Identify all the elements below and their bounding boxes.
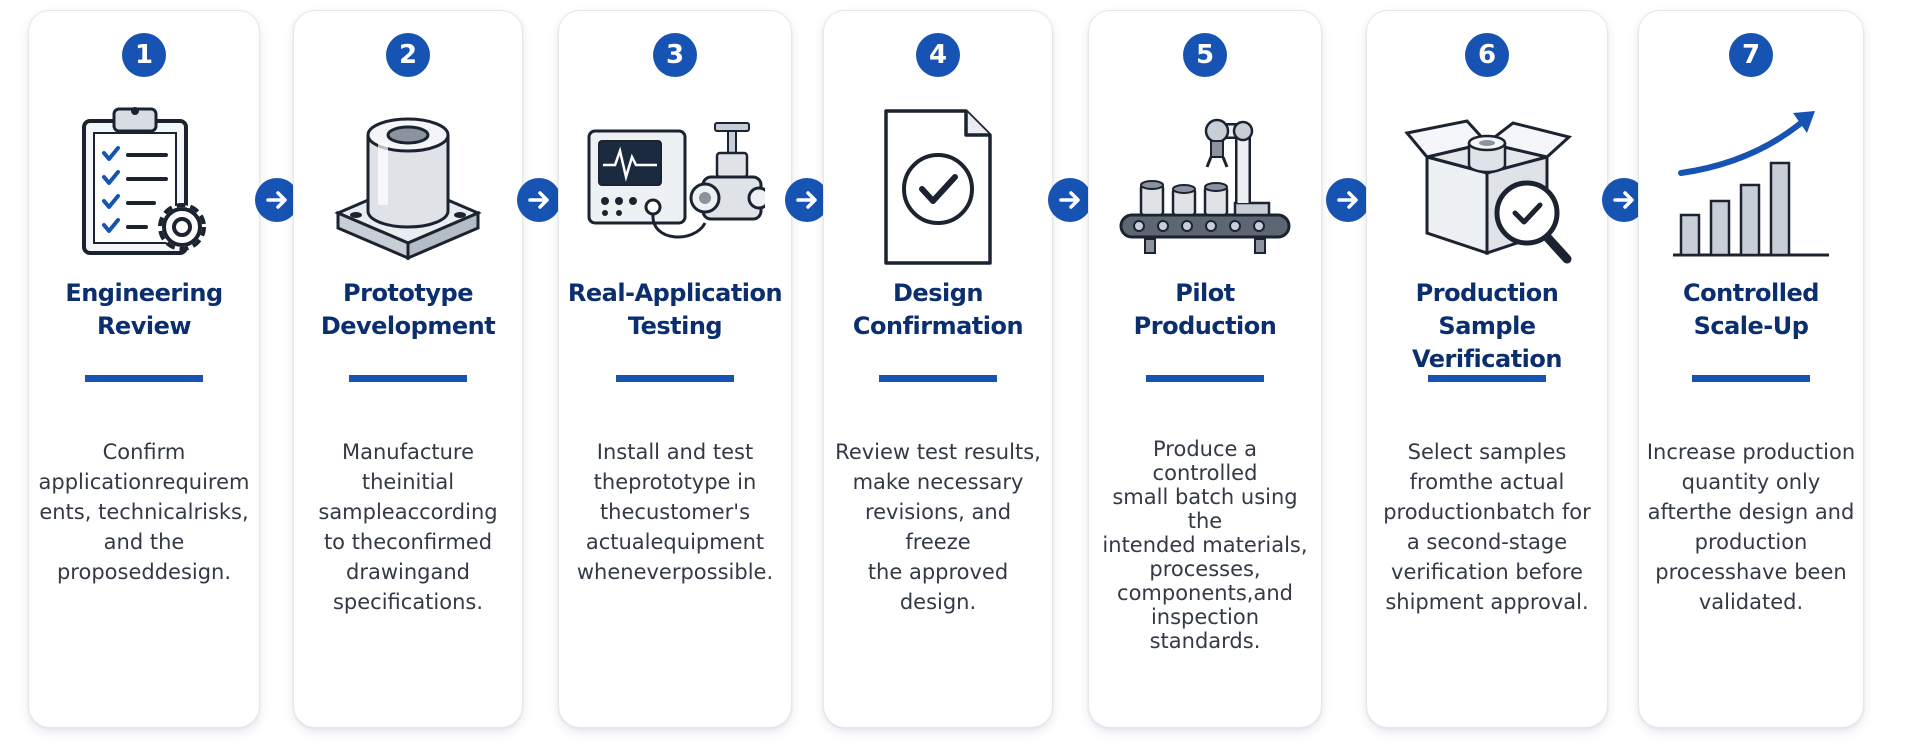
clipboard-gear-icon (54, 103, 234, 273)
step-card-6: 6 Production Sample Verification Select … (1366, 10, 1608, 728)
document-check-icon (848, 103, 1028, 273)
title-underline (879, 375, 997, 382)
step-number-badge: 1 (122, 33, 166, 77)
title-underline (349, 375, 467, 382)
growth-bar-chart-icon (1661, 103, 1841, 273)
machined-part-icon (318, 103, 498, 273)
step-description: Select samples fromthe actual production… (1383, 440, 1591, 614)
box-magnifier-icon (1397, 103, 1577, 273)
step-title: Engineering Review (65, 279, 223, 340)
step-title: Prototype Development (320, 279, 496, 340)
title-underline (616, 375, 734, 382)
step-title: Pilot Production (1133, 279, 1277, 340)
step-title: Design Confirmation (852, 279, 1024, 340)
arrow-right-icon (785, 178, 829, 222)
arrow-right-icon (517, 178, 561, 222)
step-description: Produce a controlled small batch using t… (1102, 437, 1308, 653)
step-number-badge: 2 (386, 33, 430, 77)
step-description: Increase production quantity only aftert… (1646, 440, 1856, 614)
arrow-right-icon (1048, 178, 1092, 222)
step-description: Install and test theprototype in thecust… (576, 440, 774, 584)
step-number-badge: 7 (1729, 33, 1773, 77)
step-card-2: 2 Prototype Development Manufacture thei… (293, 10, 523, 728)
step-description: Review test results, make necessary revi… (835, 440, 1041, 614)
title-underline (1428, 375, 1546, 382)
step-number-badge: 6 (1465, 33, 1509, 77)
arrow-right-icon (255, 178, 299, 222)
step-card-3: 3 Real-Application Testing Install and t… (558, 10, 792, 728)
step-title: Production Sample Verification (1412, 279, 1562, 373)
title-underline (1692, 375, 1810, 382)
title-underline (1146, 375, 1264, 382)
test-equipment-valve-icon (585, 103, 765, 273)
step-number-badge: 3 (653, 33, 697, 77)
step-description: Confirm applicationrequirem ents, techni… (38, 440, 250, 584)
step-card-5: 5 Pilot Production P (1088, 10, 1322, 728)
arrow-right-icon (1326, 178, 1370, 222)
step-number-badge: 4 (916, 33, 960, 77)
step-title: Controlled Scale-Up (1683, 279, 1819, 340)
title-underline (85, 375, 203, 382)
step-description: Manufacture theinitial sampleaccording t… (318, 440, 498, 614)
step-card-4: 4 Design Confirmation Review test result… (823, 10, 1053, 728)
step-title: Real-Application Testing (567, 279, 783, 340)
step-card-7: 7 Controlled Scale-Up Increase productio… (1638, 10, 1864, 728)
conveyor-robot-arm-icon (1115, 103, 1295, 273)
step-number-badge: 5 (1183, 33, 1227, 77)
step-card-1: 1 Engineering Review Confirm application… (28, 10, 260, 728)
